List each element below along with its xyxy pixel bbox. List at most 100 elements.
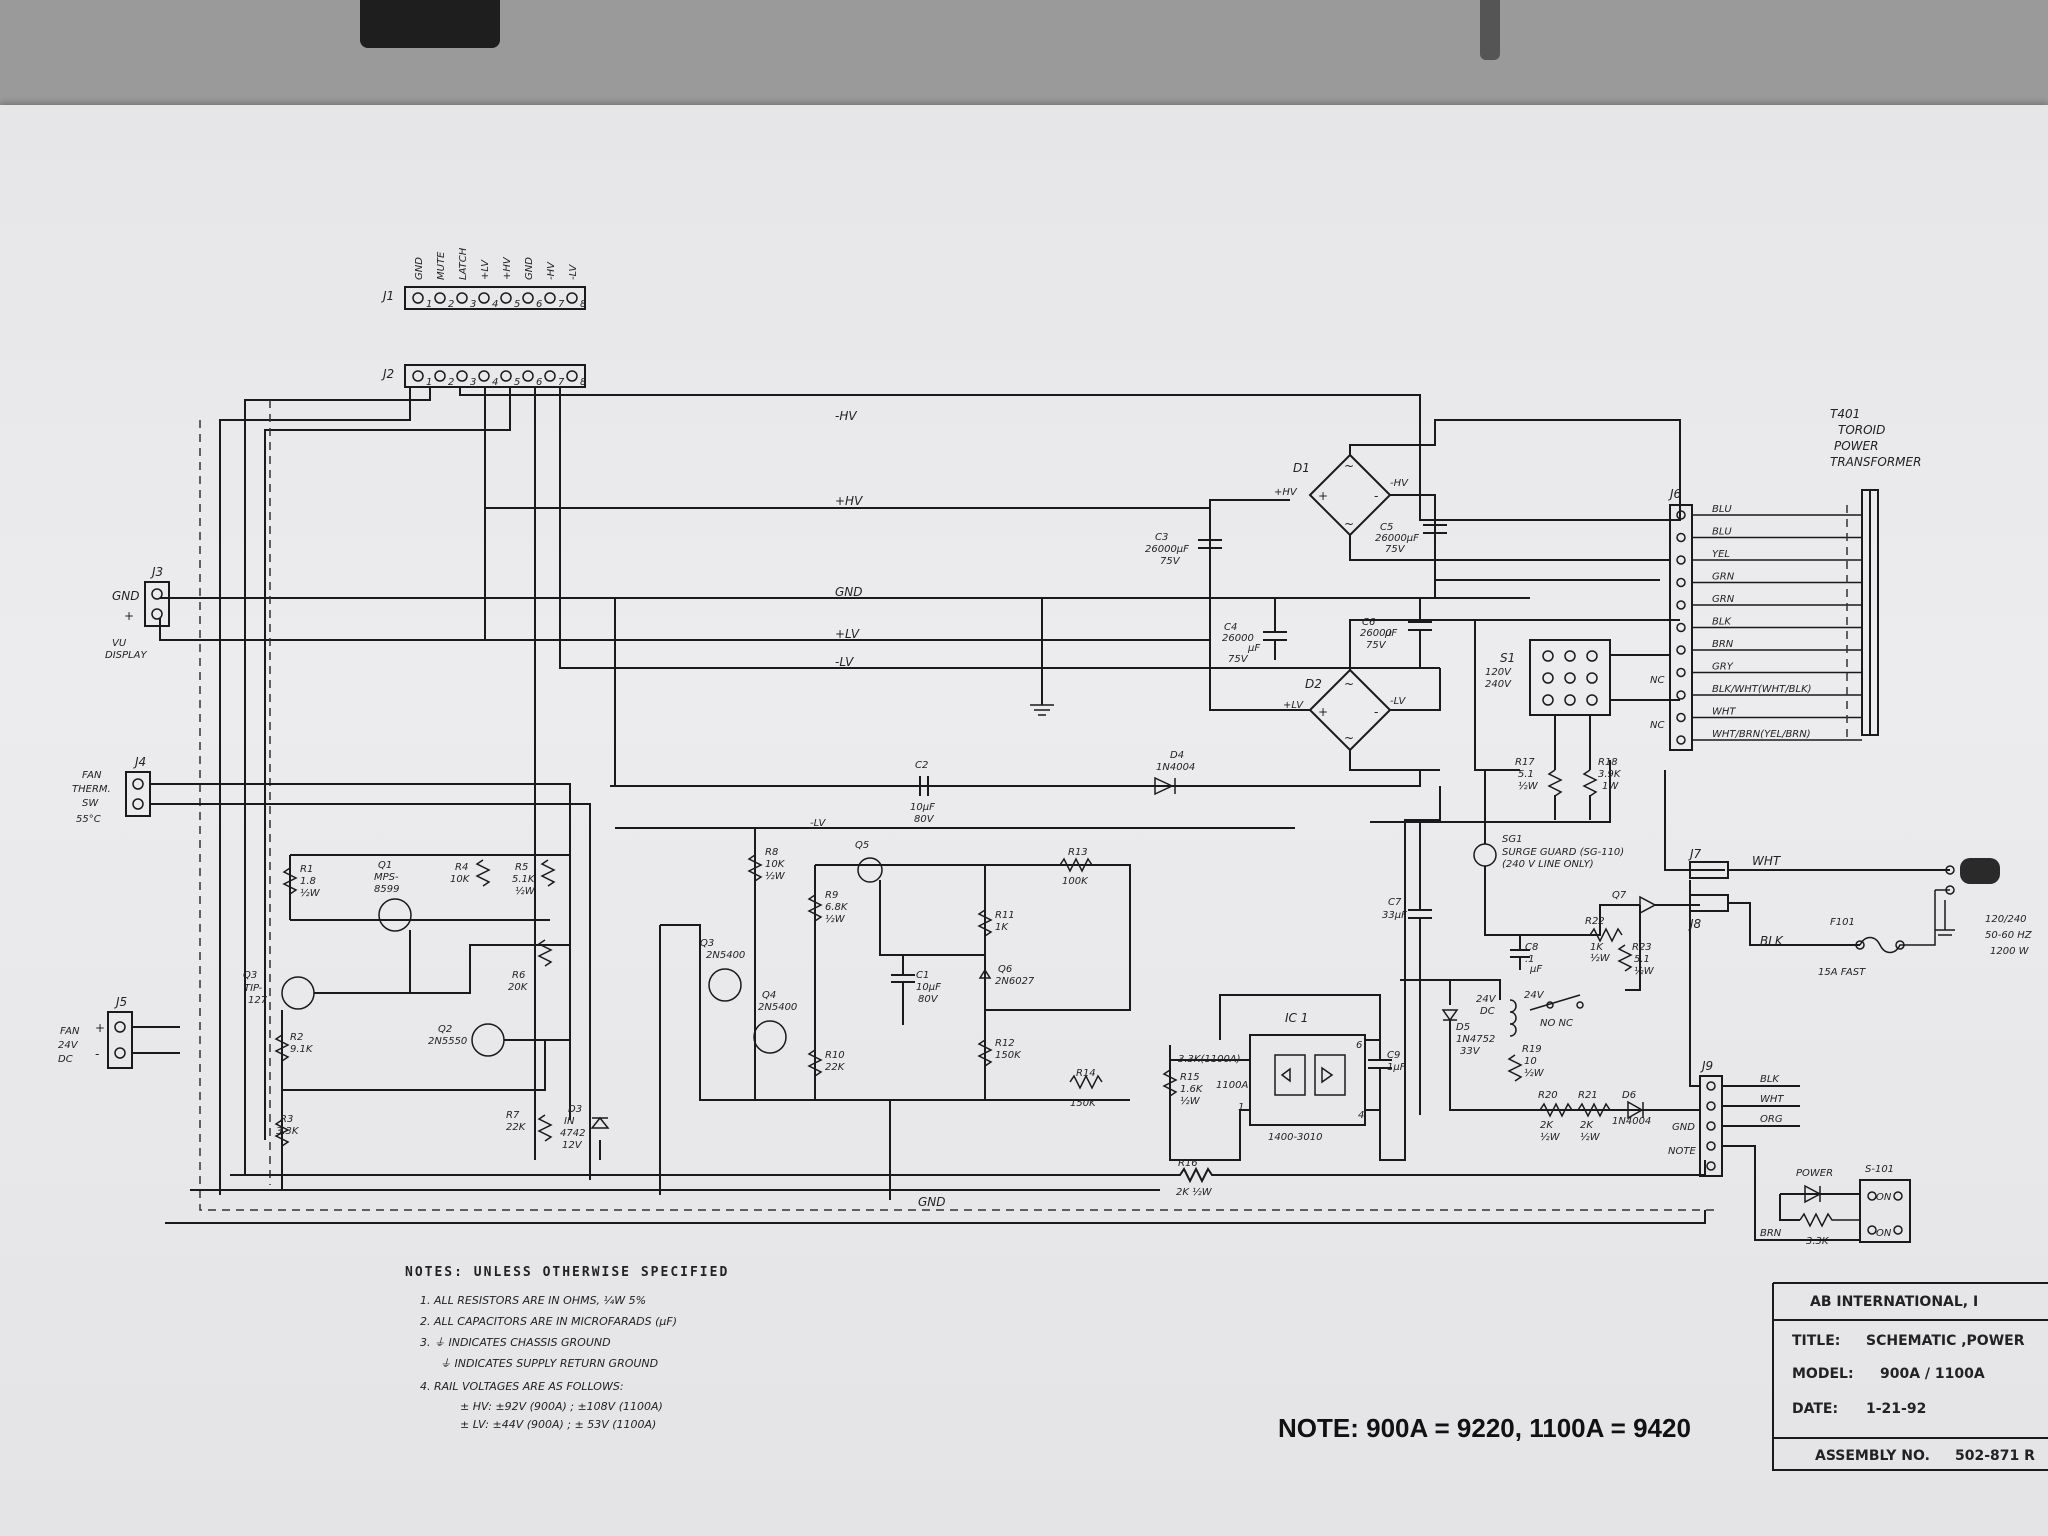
s101-on-2: ON	[1876, 1228, 1892, 1239]
r23-value: 5.1	[1634, 954, 1650, 965]
s1-label: S1	[1500, 651, 1515, 665]
c8-unit: µF	[1529, 964, 1542, 975]
r3-value: 3.3K	[276, 1126, 300, 1137]
r11-value: 1K	[995, 922, 1009, 933]
c1-value: 10µF	[916, 982, 941, 993]
j6-pin	[1676, 645, 1686, 655]
j4-sw: SW	[82, 798, 99, 809]
net-pos-hv: +HV	[835, 494, 863, 508]
c3-label: C3	[1155, 532, 1168, 543]
j6-pin	[1676, 600, 1686, 610]
j1-pin-number: 7	[558, 299, 565, 310]
d5-label: D5	[1456, 1022, 1470, 1033]
q3-label: Q3	[700, 938, 714, 949]
sg1-line1: SURGE GUARD (SG-110)	[1502, 847, 1624, 858]
j1-pin-number: 4	[492, 299, 498, 310]
j2-pin-number: 1	[426, 377, 432, 388]
j2-pin	[500, 370, 512, 382]
j6-pin	[1676, 690, 1686, 700]
q3-tip-type2: 127	[248, 995, 268, 1006]
j6-pin	[1676, 510, 1686, 520]
q4-label: Q4	[762, 990, 776, 1001]
d6-label: D6	[1622, 1090, 1636, 1101]
j1-pin-number: 8	[580, 299, 586, 310]
s101-resistor: 3.3K	[1806, 1236, 1830, 1247]
notes-block: NOTES: UNLESS OTHERWISE SPECIFIED 1. ALL…	[405, 1265, 727, 1431]
j6-pin	[1676, 622, 1686, 633]
title-value: SCHEMATIC ,POWER	[1866, 1333, 2025, 1349]
j6-wire-label: BLU	[1712, 504, 1732, 515]
s101-on-1: ON	[1876, 1192, 1892, 1203]
c9-value: 1µF	[1387, 1062, 1406, 1073]
c7-label: C7	[1388, 897, 1402, 908]
j2-pin-number: 5	[514, 377, 520, 388]
r9-value: 6.8K	[825, 902, 849, 913]
j1-pin	[500, 292, 512, 304]
j1-label: J1	[381, 289, 394, 303]
j5-dc: DC	[58, 1054, 73, 1065]
r1-value: 1.8	[300, 876, 316, 887]
d2-label: D2	[1305, 677, 1322, 691]
j5-minus: -	[95, 1047, 99, 1061]
d3-type3: 12V	[562, 1140, 583, 1151]
j6-wire-label: YEL	[1712, 549, 1730, 560]
r14-label: R14	[1076, 1068, 1096, 1079]
sg1-label: SG1	[1502, 834, 1522, 845]
t401-toroid: TOROID	[1838, 423, 1885, 437]
q3-type: 2N5400	[706, 950, 745, 961]
j6-wire-label: WHT/BRN(YEL/BRN)	[1712, 729, 1811, 740]
net-pos-lv: +LV	[835, 627, 860, 641]
r9-label: R9	[825, 890, 838, 901]
title-label: TITLE:	[1792, 1333, 1840, 1349]
j2-pin	[566, 370, 578, 382]
t401-transformer: TRANSFORMER	[1830, 455, 1921, 469]
ic1-optocoupler: IC 1 1400-3010 6 4 1 C9 1µF 3.3K(1100A) …	[1160, 786, 1706, 1198]
r12-value: 150K	[995, 1050, 1022, 1061]
c8-label: C8	[1525, 942, 1538, 953]
j1-pin-label: GND	[414, 257, 425, 280]
r4-label: R4	[455, 862, 468, 873]
r22-watt: ½W	[1590, 952, 1611, 964]
j2-pin-number: 3	[470, 377, 476, 388]
j6-pin	[1676, 712, 1686, 723]
relay-no-nc: NO NC	[1540, 1018, 1573, 1029]
j9-wire-blk: BLK	[1760, 1074, 1780, 1085]
j4-label: J4	[133, 755, 146, 769]
c2-value: 10µF	[910, 802, 935, 813]
q1-type: MPS-	[374, 872, 399, 883]
j8-wire: BLK	[1760, 934, 1784, 948]
j6-wire-label: BLU	[1712, 527, 1732, 538]
note-4a: ± HV: ±92V (900A) ; ±108V (1100A)	[460, 1400, 663, 1413]
j9-wire-org: ORG	[1760, 1114, 1783, 1125]
j6-wire-label: GRY	[1712, 662, 1734, 673]
fan-control-circuit: R1 1.8 ½W Q1 MPS- 8599 R4 10K R5 5.1K ½W…	[243, 854, 610, 1190]
schematic-paper	[0, 105, 2048, 1536]
j5-label: J5	[114, 995, 127, 1009]
c4-rating: 75V	[1228, 654, 1249, 665]
j1-pin-number: 6	[536, 299, 542, 310]
r20-watt: ½W	[1540, 1131, 1561, 1143]
t401-power: POWER	[1834, 439, 1878, 453]
j3-vu: VU	[112, 638, 127, 649]
r16-value: 2K ½W	[1176, 1186, 1213, 1198]
c5-rating: 75V	[1385, 544, 1406, 555]
ac-input: J7 WHT J8 BLK F101 15A FAST 120/240 50-6…	[1664, 770, 2033, 978]
relay-circuit: C7 33µF D5 1N4752 33V 24V DC NO NC 24V R…	[1370, 760, 1700, 1143]
q1-label: Q1	[378, 860, 392, 871]
c1-label: C1	[916, 970, 929, 981]
j4-temp: 55°C	[76, 814, 101, 825]
c6-value: 26000	[1360, 628, 1392, 639]
background-cable	[1480, 0, 1500, 60]
d6-type: 1N4004	[1612, 1116, 1651, 1127]
j1-pin-number: 2	[448, 299, 454, 310]
j2-pin	[522, 370, 534, 382]
d3-label: D3	[568, 1104, 582, 1115]
r20-label: R20	[1538, 1090, 1558, 1101]
d2-tilde-bottom: ~	[1344, 731, 1354, 745]
note-3a: 3. ⏚ INDICATES CHASSIS GROUND	[420, 1336, 611, 1349]
j9-label: J9	[1700, 1059, 1713, 1073]
transformer-t401: T401 TOROID POWER TRANSFORMER	[1830, 407, 1921, 740]
j2-pin	[412, 370, 424, 382]
